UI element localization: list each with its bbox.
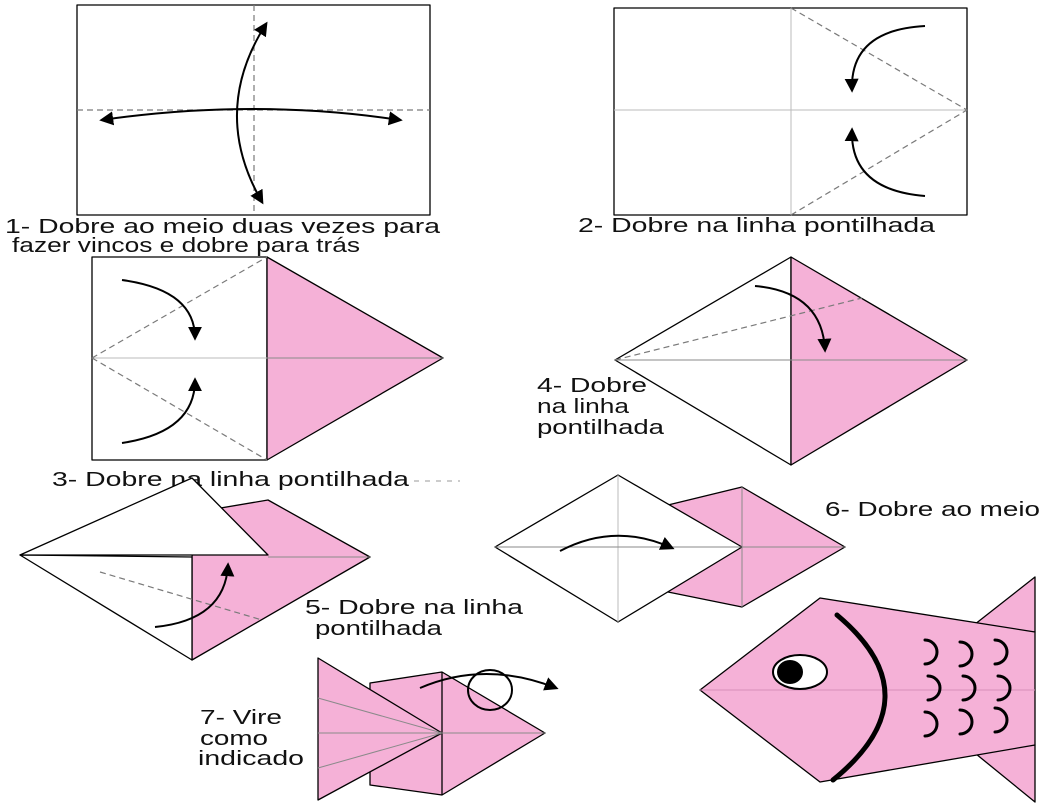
step-6-diagram (494, 474, 846, 623)
step-4-caption-line-3: pontilhada (537, 417, 665, 439)
upper-fold-arrow (844, 25, 926, 93)
scale (958, 708, 974, 736)
tail-crease-lower (317, 732, 443, 769)
upper-dotted-fold-line (91, 256, 268, 359)
pink-right-triangle (790, 256, 968, 466)
step-5-caption-line-1: 5- Dobre na linha (305, 597, 524, 619)
step-3-caption: 3- Dobre na linha pontilhada (52, 469, 410, 491)
finished-fish (699, 576, 1036, 803)
step-2-diagram (613, 7, 968, 216)
lower-fold-arrow (121, 377, 202, 444)
fish-scales (923, 638, 1012, 738)
turn-over-loop (467, 669, 513, 711)
pink-tail (317, 657, 443, 801)
step-7-caption-line-2: como (200, 728, 268, 750)
gill-arc (830, 612, 888, 783)
scale (993, 638, 1009, 666)
turn-over-arrow (419, 673, 559, 691)
upper-dotted-fold-line (790, 7, 968, 111)
step-7-diagram (317, 657, 559, 801)
scale (996, 674, 1012, 702)
scale (961, 674, 977, 702)
dotted-fold-line (614, 297, 863, 361)
step-2-caption: 2- Dobre na linha pontilhada (578, 215, 936, 237)
step-5-caption-line-2: pontilhada (315, 618, 443, 640)
step-3-diagram (91, 256, 444, 461)
lower-dotted-fold-line (91, 357, 268, 461)
upper-fold-arrow (121, 279, 202, 341)
fold-arrow (154, 562, 235, 628)
scale (958, 640, 974, 668)
fold-arrow (754, 285, 832, 353)
step-1-diagram (76, 4, 431, 216)
step-1-caption-line-2: fazer vincos e dobre para trás (12, 235, 360, 257)
lower-dotted-fold-line (790, 109, 968, 216)
step-7-caption-line-3: indicado (198, 748, 304, 770)
tail-crease-upper (317, 697, 443, 734)
step-4-caption-line-1: 4- Dobre (537, 375, 647, 397)
scale (923, 710, 939, 738)
eye-pupil (777, 660, 803, 684)
dotted-fold-line (99, 571, 263, 621)
white-lower-triangle (19, 554, 193, 661)
step-1-caption-line-1: 1- Dobre ao meio duas vezes para (5, 216, 441, 238)
scale (923, 638, 939, 666)
scale (926, 674, 942, 702)
lower-fold-arrow (844, 127, 926, 197)
step-4-diagram (614, 256, 968, 466)
step-5-diagram (19, 477, 371, 661)
scale (993, 706, 1009, 734)
white-upper-flap (19, 477, 269, 556)
vertical-fold-arrow (235, 21, 268, 205)
step-6-caption: 6- Dobre ao meio (825, 499, 1040, 521)
fold-arrow (559, 534, 675, 552)
step-4-caption-line-2: na linha (537, 396, 630, 418)
step-7-caption-line-1: 7- Vire (200, 707, 282, 729)
